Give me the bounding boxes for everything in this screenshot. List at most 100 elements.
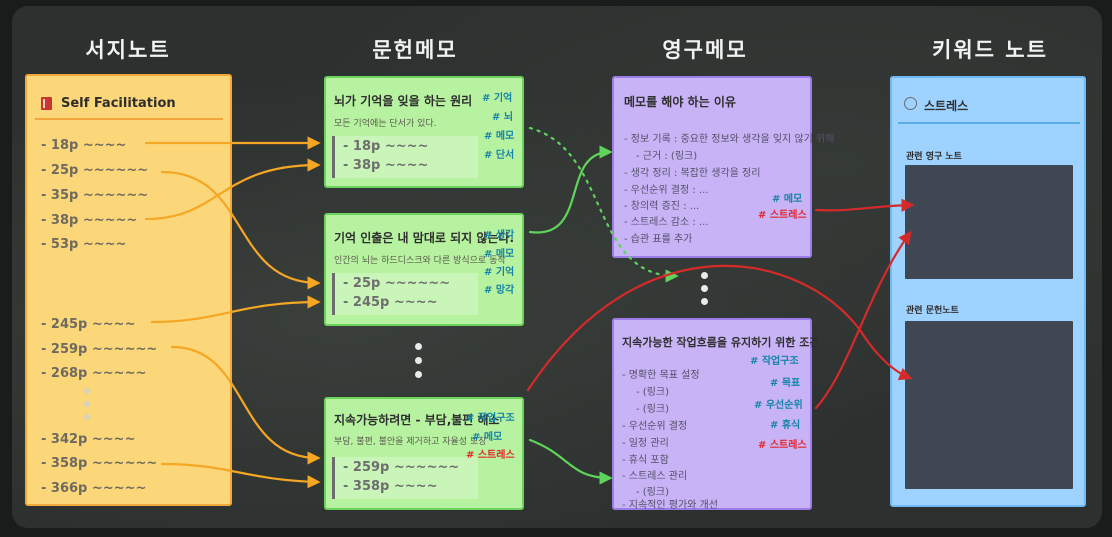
permanent-note-line: - 우선순위 결정 : ... [624, 185, 709, 196]
column-title-literature: 서지노트 [85, 38, 171, 62]
literature-note-title: Self Facilitation [61, 96, 176, 111]
literature-note-card[interactable]: Self Facilitation - 18p ~~~~ - 25p ~~~~~… [25, 74, 232, 506]
ellipsis-dot [415, 343, 422, 350]
arrow-green-to-perm2 [528, 438, 613, 485]
ellipsis-dot [701, 285, 708, 292]
brain-icon [904, 97, 917, 110]
ellipsis-dot [84, 401, 90, 407]
quote-line: - 358p ~~~~ [343, 479, 438, 494]
lit-item-53p: - 53p ~~~~ [41, 237, 127, 252]
tag[interactable]: # 메모 [484, 249, 515, 260]
permanent-note-line: - 스트레스 감소 : ... [624, 217, 709, 228]
quote-block: - 18p ~~~~ - 38p ~~~~ [332, 136, 478, 178]
tag[interactable]: # 생각 [484, 230, 515, 241]
column-title-keyword: 키워드 노트 [932, 38, 1048, 62]
quote-block: - 259p ~~~~~~ - 358p ~~~~ [332, 457, 478, 499]
permanent-note-line: - 휴식 포함 [622, 455, 669, 466]
ellipsis-dot [415, 371, 422, 378]
reference-note-1[interactable]: 뇌가 기억을 잊을 하는 원리 모든 기억에는 단서가 있다. # 기억 # 뇌… [324, 76, 524, 188]
tag[interactable]: # 작업구조 [750, 356, 799, 367]
arrow-25p [160, 170, 321, 290]
arrow-38p [144, 158, 321, 221]
quote-line: - 259p ~~~~~~ [343, 460, 460, 475]
permanent-note-line: - 정보 기록 : 중요한 정보와 생각을 잊지 않기 위해 [624, 134, 835, 145]
keyword-note-card[interactable]: 스트레스 관련 영구 노트 관련 문헌노트 [890, 76, 1086, 507]
lit-item-366p: - 366p ~~~~~ [41, 481, 147, 496]
tag[interactable]: # 메모 [472, 432, 503, 443]
tag[interactable]: # 스트레스 [758, 210, 807, 221]
quote-line: - 25p ~~~~~~ [343, 276, 451, 291]
quote-line: - 38p ~~~~ [343, 158, 429, 173]
lit-item-268p: - 268p ~~~~~ [41, 366, 147, 381]
reference-note-title: 기억 인출은 내 맘대로 되지 않는다. [334, 231, 515, 245]
quote-line: - 245p ~~~~ [343, 295, 438, 310]
reference-note-2[interactable]: 기억 인출은 내 맘대로 되지 않는다. 인간의 뇌는 하드디스크와 다른 방식… [324, 213, 524, 326]
ellipsis-dot [701, 298, 708, 305]
permanent-note-title: 메모를 해야 하는 이유 [624, 95, 736, 109]
title-divider [898, 122, 1080, 124]
tag[interactable]: # 스트레스 [758, 440, 807, 451]
reference-note-subtitle: 인간의 뇌는 하드디스크와 다른 방식으로 동작 [334, 256, 506, 266]
tag[interactable]: # 기억 [484, 267, 515, 278]
permanent-note-1[interactable]: 메모를 해야 하는 이유 - 정보 기록 : 중요한 정보와 생각을 잊지 않기… [612, 76, 834, 258]
permanent-note-line: - 명확한 목표 설정 [622, 370, 700, 381]
reference-note-subtitle: 모든 기억에는 단서가 있다. [334, 119, 437, 129]
column-title-reference: 문헌메모 [372, 38, 458, 62]
quote-line: - 18p ~~~~ [343, 139, 429, 154]
lit-item-342p: - 342p ~~~~ [41, 432, 136, 447]
tag[interactable]: # 스트레스 [466, 450, 515, 461]
arrow-red-ref3-keyword [526, 264, 913, 392]
title-divider [35, 118, 223, 120]
tag[interactable]: # 메모 [772, 194, 803, 205]
section-label-reference: 관련 문헌노트 [906, 306, 959, 316]
permanent-note-2[interactable]: 지속가능한 작업흐름을 유지하기 위한 조건 - 명확한 목표 설정 - (링크… [612, 318, 819, 511]
tag[interactable]: # 단서 [484, 150, 515, 161]
related-reference-notes-box[interactable] [905, 321, 1073, 489]
ellipsis-dot [701, 272, 708, 279]
ellipsis-dot [84, 414, 90, 420]
permanent-note-title: 지속가능한 작업흐름을 유지하기 위한 조건 [622, 336, 820, 349]
arrow-259p [170, 345, 321, 465]
tag[interactable]: # 목표 [770, 378, 801, 389]
lit-item-25p: - 25p ~~~~~~ [41, 163, 149, 178]
tag[interactable]: # 메모 [484, 131, 515, 142]
reference-note-title: 뇌가 기억을 잊을 하는 원리 [334, 94, 473, 108]
lit-item-259p: - 259p ~~~~~~ [41, 342, 158, 357]
permanent-note-line: - (링크) [636, 404, 669, 415]
reference-note-3[interactable]: 지속가능하려면 - 부담,불편 해소 부담, 불편, 불안을 제거하고 자율성 … [324, 397, 524, 510]
reference-note-subtitle: 부담, 불편, 불안을 제거하고 자율성 보장 [334, 437, 487, 447]
reference-note-title: 지속가능하려면 - 부담,불편 해소 [334, 413, 500, 427]
permanent-note-line: - (링크) [636, 387, 669, 398]
lit-item-38p: - 38p ~~~~~ [41, 213, 138, 228]
lit-item-35p: - 35p ~~~~~~ [41, 188, 149, 203]
tag[interactable]: # 기억 [482, 93, 513, 104]
tag[interactable]: # 휴식 [770, 420, 801, 431]
permanent-note-line: - 생각 정리 : 복잡한 생각을 정리 [624, 168, 761, 179]
arrow-red-perm2-keyword [814, 230, 912, 410]
permanent-note-line: - 습관 표를 추가 [624, 234, 693, 245]
lit-item-18p: - 18p ~~~~ [41, 138, 127, 153]
permanent-note-line: - 창의력 증진 : ... [624, 201, 700, 212]
lit-item-358p: - 358p ~~~~~~ [41, 456, 158, 471]
column-title-permanent: 영구메모 [662, 38, 748, 62]
related-permanent-notes-box[interactable] [905, 165, 1073, 279]
permanent-note-line: - 우선순위 결정 [622, 421, 688, 432]
quote-block: - 25p ~~~~~~ - 245p ~~~~ [332, 273, 478, 315]
section-label-permanent: 관련 영구 노트 [906, 152, 962, 162]
ellipsis-dot [84, 388, 90, 394]
permanent-note-line: - 일정 관리 [622, 438, 669, 449]
tag[interactable]: # 뇌 [492, 112, 514, 123]
tag[interactable]: # 우선순위 [754, 400, 803, 411]
permanent-note-line: - 스트레스 관리 [622, 471, 688, 482]
arrow-358p [160, 462, 321, 489]
lit-item-245p: - 245p ~~~~ [41, 317, 136, 332]
keyword-note-title: 스트레스 [924, 99, 969, 113]
tag[interactable]: # 망각 [484, 285, 515, 296]
tag[interactable]: # 작업구조 [466, 413, 515, 424]
arrow-green-dotted [528, 126, 679, 283]
arrow-green-to-perm1 [528, 145, 613, 234]
permanent-note-line: - (링크) [636, 487, 669, 498]
permanent-note-line: - 근거 : (링크) [636, 151, 698, 162]
arrow-245p [150, 295, 321, 324]
